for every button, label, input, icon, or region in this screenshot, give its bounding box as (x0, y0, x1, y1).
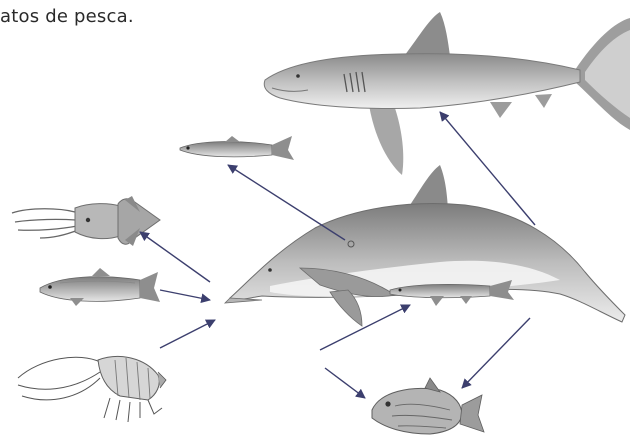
arrow-squid-to-prey (140, 232, 210, 282)
arrow-shrimp (160, 320, 215, 348)
arrow-dolphin-to-smallfish (228, 165, 345, 240)
squid-icon (12, 196, 160, 246)
shrimp-icon (18, 356, 166, 422)
arrow-triggerfish-b (462, 318, 530, 388)
shark-icon (264, 12, 630, 175)
arrow-needlefish (320, 305, 410, 350)
arrow-mackerel (160, 290, 210, 300)
mackerel-icon (40, 268, 160, 306)
small-fish-icon (180, 136, 294, 160)
dolphin-icon (225, 165, 625, 326)
triggerfish-icon (372, 378, 484, 434)
arrow-triggerfish-a (325, 368, 365, 398)
